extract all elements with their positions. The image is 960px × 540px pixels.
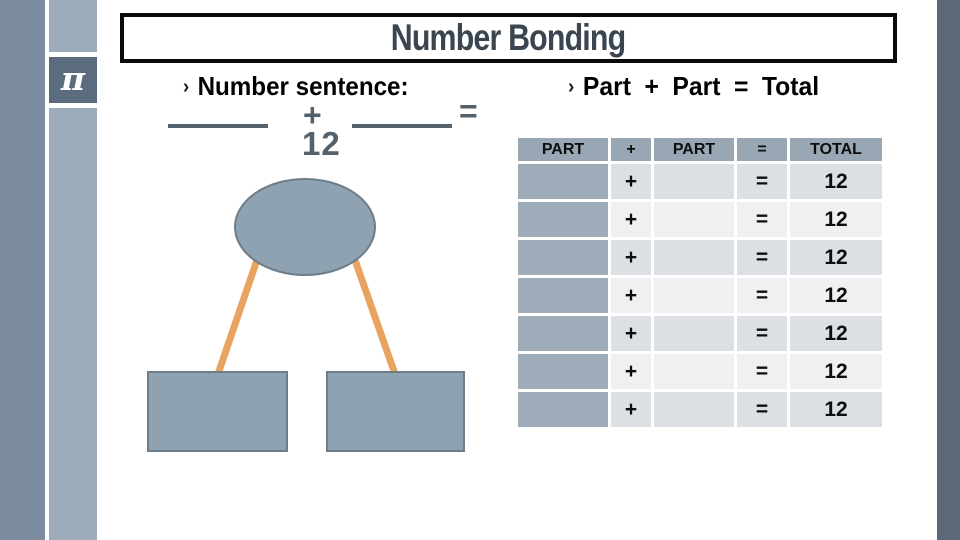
number-bond-diagram — [147, 178, 465, 452]
connector-line-right — [351, 258, 399, 376]
part2-cell — [654, 354, 734, 389]
part1-cell — [518, 278, 608, 313]
part-table-body: +=12+=12+=12+=12+=12+=12+=12 — [518, 164, 882, 427]
whole-ellipse — [234, 178, 376, 276]
plus-cell: + — [611, 202, 651, 237]
plus-cell: + — [611, 164, 651, 199]
part2-cell — [654, 316, 734, 351]
table-row: + =12 — [518, 316, 882, 351]
part1-cell — [518, 164, 608, 199]
total-cell: 12 — [790, 392, 882, 427]
title-box: Number Bonding — [120, 13, 897, 63]
part1-cell — [518, 354, 608, 389]
table-row: + =12 — [518, 278, 882, 313]
equals-cell: = — [737, 278, 787, 313]
table-row: + =12 — [518, 240, 882, 275]
total-cell: 12 — [790, 164, 882, 199]
page-title: Number Bonding — [391, 17, 626, 58]
connector-line-left — [214, 258, 261, 376]
pi-icon: π — [60, 58, 86, 98]
right-rail — [937, 0, 960, 540]
part1-cell — [518, 392, 608, 427]
equals-cell: = — [737, 164, 787, 199]
number-sentence-label: Number sentence: — [197, 71, 409, 101]
plus-cell: + — [611, 354, 651, 389]
column-header-plus-cell: + — [611, 138, 651, 161]
part-total-table: PART+PART=TOTAL +=12+=12+=12+=12+=12+=12… — [515, 135, 885, 430]
part1-cell — [518, 202, 608, 237]
part2-cell — [654, 392, 734, 427]
plus-cell: + — [611, 316, 651, 351]
column-header-part2-cell: PART — [654, 138, 734, 161]
table-row: + =12 — [518, 392, 882, 427]
part2-cell — [654, 202, 734, 237]
part-total-label: Part + Part = Total — [582, 71, 820, 101]
part-box-left — [147, 371, 288, 452]
plus-cell: + — [611, 240, 651, 275]
table-row: + =12 — [518, 354, 882, 389]
chevron-bullet-icon: › — [183, 76, 190, 98]
answer-blank-second-part — [352, 124, 452, 128]
left-rail-outer — [0, 0, 45, 540]
pi-badge: π — [49, 52, 97, 108]
part2-cell — [654, 164, 734, 199]
table-row: + =12 — [518, 164, 882, 199]
total-cell: 12 — [790, 202, 882, 237]
equals-cell: = — [737, 316, 787, 351]
total-value: 12 — [302, 125, 341, 162]
total-cell: 12 — [790, 316, 882, 351]
part1-cell — [518, 316, 608, 351]
equals-cell: = — [737, 202, 787, 237]
total-cell: 12 — [790, 240, 882, 275]
plus-sign: + — [303, 97, 322, 133]
plus-cell: + — [611, 392, 651, 427]
part2-cell — [654, 278, 734, 313]
column-header-part1-cell: PART — [518, 138, 608, 161]
table-header-row: PART+PART=TOTAL — [518, 138, 882, 161]
column-header-total-cell: TOTAL — [790, 138, 882, 161]
total-cell: 12 — [790, 278, 882, 313]
equals-sign: = — [459, 93, 478, 129]
part1-cell — [518, 240, 608, 275]
part2-cell — [654, 240, 734, 275]
answer-blank-first-part — [168, 124, 268, 128]
part-total-heading: › Part + Part = Total — [568, 71, 819, 102]
chevron-bullet-icon: › — [568, 76, 575, 98]
table-row: + =12 — [518, 202, 882, 237]
equals-cell: = — [737, 392, 787, 427]
plus-cell: + — [611, 278, 651, 313]
number-sentence-heading: › Number sentence: — [183, 71, 409, 102]
part-box-right — [326, 371, 465, 452]
equals-cell: = — [737, 240, 787, 275]
total-cell: 12 — [790, 354, 882, 389]
column-header-equals-cell: = — [737, 138, 787, 161]
equals-cell: = — [737, 354, 787, 389]
